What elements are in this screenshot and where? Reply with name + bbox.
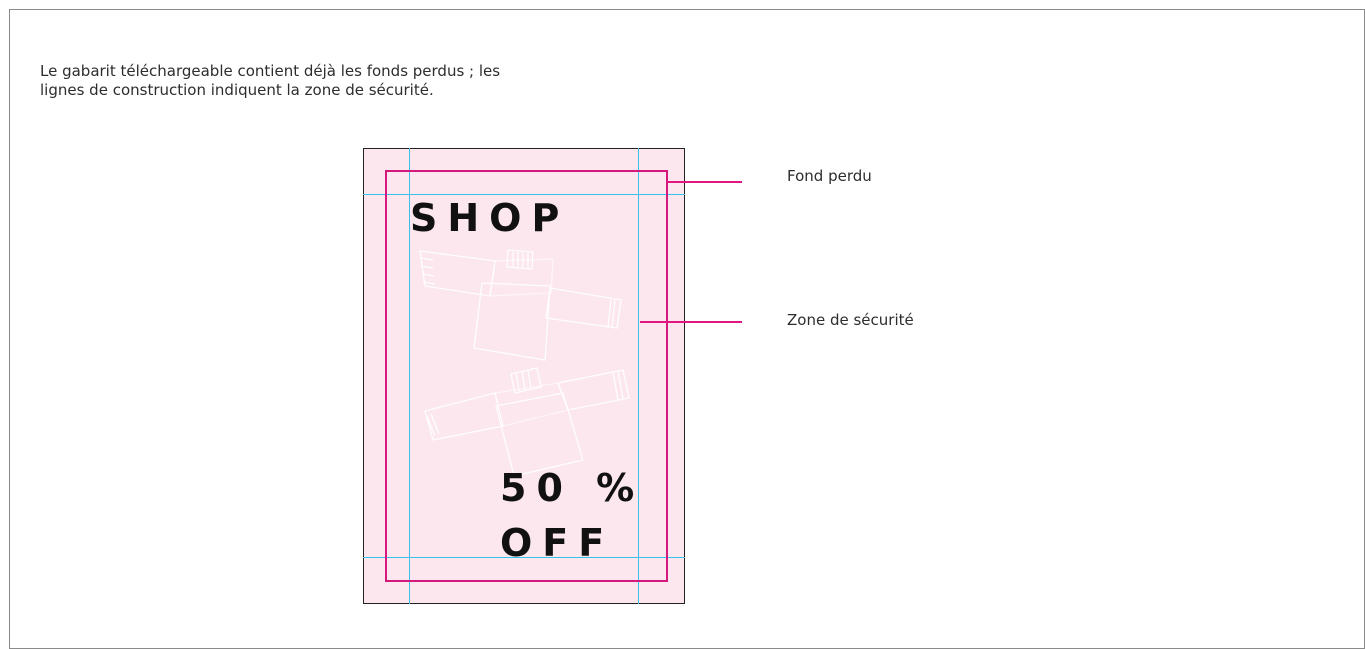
poster-headline: SHOP: [410, 196, 570, 240]
intro-line-1: Le gabarit téléchargeable contient déjà …: [40, 62, 501, 80]
poster-discount-line-2: OFF: [500, 521, 615, 565]
vertical-guide-right: [638, 148, 639, 604]
bleed-label: Fond perdu: [787, 167, 872, 185]
tshirt-outline-icon: [424, 367, 630, 477]
vertical-guide-left: [409, 148, 410, 604]
intro-text: Le gabarit téléchargeable contient déjà …: [40, 62, 680, 100]
poster-discount-line-1: 50 %: [500, 466, 645, 510]
document-frame: [9, 9, 1365, 649]
tshirt-outline-icon: [419, 249, 622, 361]
poster-artboard: [363, 148, 685, 604]
horizontal-guide-top: [363, 194, 685, 195]
bleed-boundary: [385, 170, 668, 582]
safe-zone-leader-line: [640, 321, 742, 323]
safe-zone-label: Zone de sécurité: [787, 311, 914, 329]
intro-line-2: lignes de construction indiquent la zone…: [40, 81, 434, 99]
horizontal-guide-bottom: [363, 557, 685, 558]
bleed-leader-line: [668, 181, 742, 183]
garment-illustrations: [419, 249, 630, 477]
